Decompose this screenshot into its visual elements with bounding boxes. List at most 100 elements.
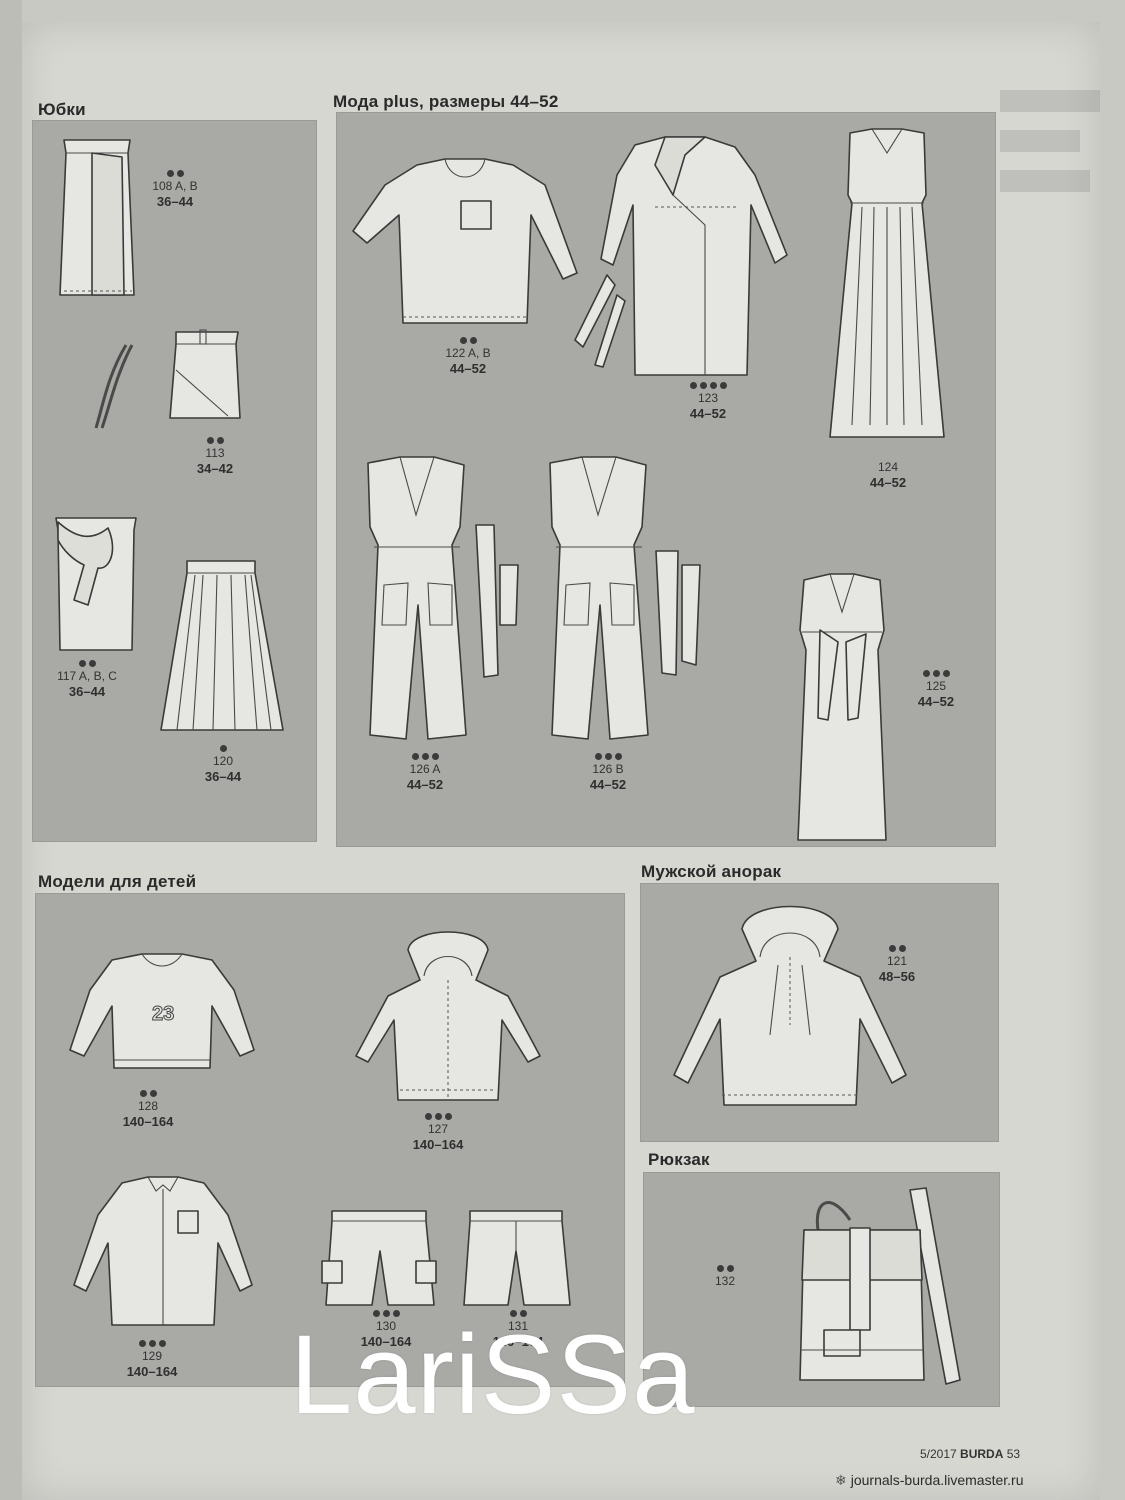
size-range: 44–52	[869, 475, 907, 490]
page-footer: 5/2017 BURDA 53	[920, 1447, 1020, 1461]
difficulty-dots	[398, 1113, 478, 1120]
label-117: 117 A, B, C 36–44	[42, 660, 132, 699]
difficulty-dots	[180, 437, 250, 444]
section-title-plus: Мода plus, размеры 44–52	[333, 92, 559, 111]
model-number: 113	[205, 446, 225, 460]
difficulty-dot	[176, 170, 184, 177]
difficulty-dot	[719, 382, 727, 389]
difficulty-dot	[78, 660, 86, 667]
size-range: 48–56	[878, 969, 916, 984]
difficulty-dot	[216, 437, 224, 444]
difficulty-dot	[509, 1310, 517, 1317]
dress-125-drawing	[797, 573, 887, 841]
size-range: 140–164	[122, 1114, 174, 1129]
difficulty-dot	[411, 753, 419, 760]
dress-124-drawing	[829, 128, 945, 438]
difficulty-dots	[568, 753, 648, 760]
difficulty-dot	[444, 1113, 452, 1120]
difficulty-dot	[604, 753, 612, 760]
difficulty-dots	[385, 753, 465, 760]
label-122: 122 A, B 44–52	[428, 337, 508, 376]
difficulty-dot	[421, 753, 429, 760]
size-range: 44–52	[406, 777, 444, 792]
label-126a: 126 A 44–52	[385, 753, 465, 792]
difficulty-dots	[668, 382, 748, 389]
difficulty-dot	[699, 382, 707, 389]
label-108: 108 A, B 36–44	[140, 170, 210, 209]
bleed-through-text	[1000, 60, 1100, 240]
model-number: 123	[697, 391, 719, 405]
top-122-drawing	[352, 158, 578, 324]
difficulty-dot	[434, 1113, 442, 1120]
difficulty-dot	[469, 337, 477, 344]
label-123: 123 44–52	[668, 382, 748, 421]
difficulty-dot	[372, 1310, 380, 1317]
size-range: 140–164	[492, 1334, 544, 1349]
section-title-backpack: Рюкзак	[648, 1150, 710, 1169]
size-range: 140–164	[360, 1334, 412, 1349]
difficulty-dots	[862, 945, 932, 952]
model-number: 132	[714, 1274, 736, 1288]
model-number: 127	[427, 1122, 449, 1136]
size-range: 140–164	[126, 1364, 178, 1379]
anorak-121-drawing	[673, 905, 907, 1106]
page-number: 53	[1006, 1447, 1021, 1461]
section-title-skirts: Юбки	[38, 100, 86, 119]
model-number: 129	[141, 1349, 163, 1363]
difficulty-dots	[690, 1265, 760, 1272]
difficulty-dot	[898, 945, 906, 952]
difficulty-dot	[149, 1090, 157, 1097]
label-127: 127 140–164	[398, 1113, 478, 1152]
site-url: journals-burda.livemaster.ru	[850, 1472, 1024, 1488]
difficulty-dots	[896, 670, 976, 677]
difficulty-dot	[166, 170, 174, 177]
difficulty-dots	[112, 1340, 192, 1347]
difficulty-dot	[138, 1340, 146, 1347]
difficulty-dot	[206, 437, 214, 444]
model-number: 126 B	[592, 762, 624, 776]
model-number: 126 A	[409, 762, 441, 776]
size-range: 36–44	[204, 769, 242, 784]
difficulty-dot	[709, 382, 717, 389]
backpack-132-drawing	[799, 1187, 961, 1385]
jumpsuit-126b-drawing	[549, 456, 701, 740]
page-edge	[0, 0, 22, 1500]
difficulty-dot	[424, 1113, 432, 1120]
label-121: 121 48–56	[862, 945, 932, 984]
snowflake-icon: ❄	[835, 1472, 847, 1488]
label-130: 130 140–164	[346, 1310, 426, 1349]
difficulty-dots	[42, 660, 132, 667]
section-title-kids: Модели для детей	[38, 872, 197, 891]
skirt-108-drawing	[59, 139, 135, 296]
model-number: 108 A, B	[152, 179, 198, 193]
shorts-131-drawing	[463, 1210, 571, 1306]
difficulty-dots	[140, 170, 210, 177]
label-132: 132	[690, 1265, 760, 1289]
model-number: 131	[507, 1319, 529, 1333]
difficulty-dot	[726, 1265, 734, 1272]
label-126b: 126 B 44–52	[568, 753, 648, 792]
difficulty-dot	[459, 337, 467, 344]
label-129: 129 140–164	[112, 1340, 192, 1379]
label-124: 124 44–52	[848, 458, 928, 490]
difficulty-dot	[431, 753, 439, 760]
label-128: 128 140–164	[108, 1090, 188, 1129]
size-range: 44–52	[589, 777, 627, 792]
difficulty-dots	[428, 337, 508, 344]
size-range: 36–44	[68, 684, 106, 699]
difficulty-dots	[478, 1310, 558, 1317]
model-number: 125	[925, 679, 947, 693]
difficulty-dot	[689, 382, 697, 389]
jumpsuit-126a-drawing	[367, 456, 519, 740]
size-range: 34–42	[196, 461, 234, 476]
difficulty-dot	[139, 1090, 147, 1097]
difficulty-dot	[932, 670, 940, 677]
difficulty-dot	[88, 660, 96, 667]
label-113: 113 34–42	[180, 437, 250, 476]
skirt-117-drawing	[55, 517, 137, 651]
hoodie-127-drawing	[355, 931, 541, 1101]
skirt-113-drawing	[94, 329, 241, 429]
difficulty-dots	[346, 1310, 426, 1317]
difficulty-dot	[922, 670, 930, 677]
difficulty-dots	[108, 1090, 188, 1097]
